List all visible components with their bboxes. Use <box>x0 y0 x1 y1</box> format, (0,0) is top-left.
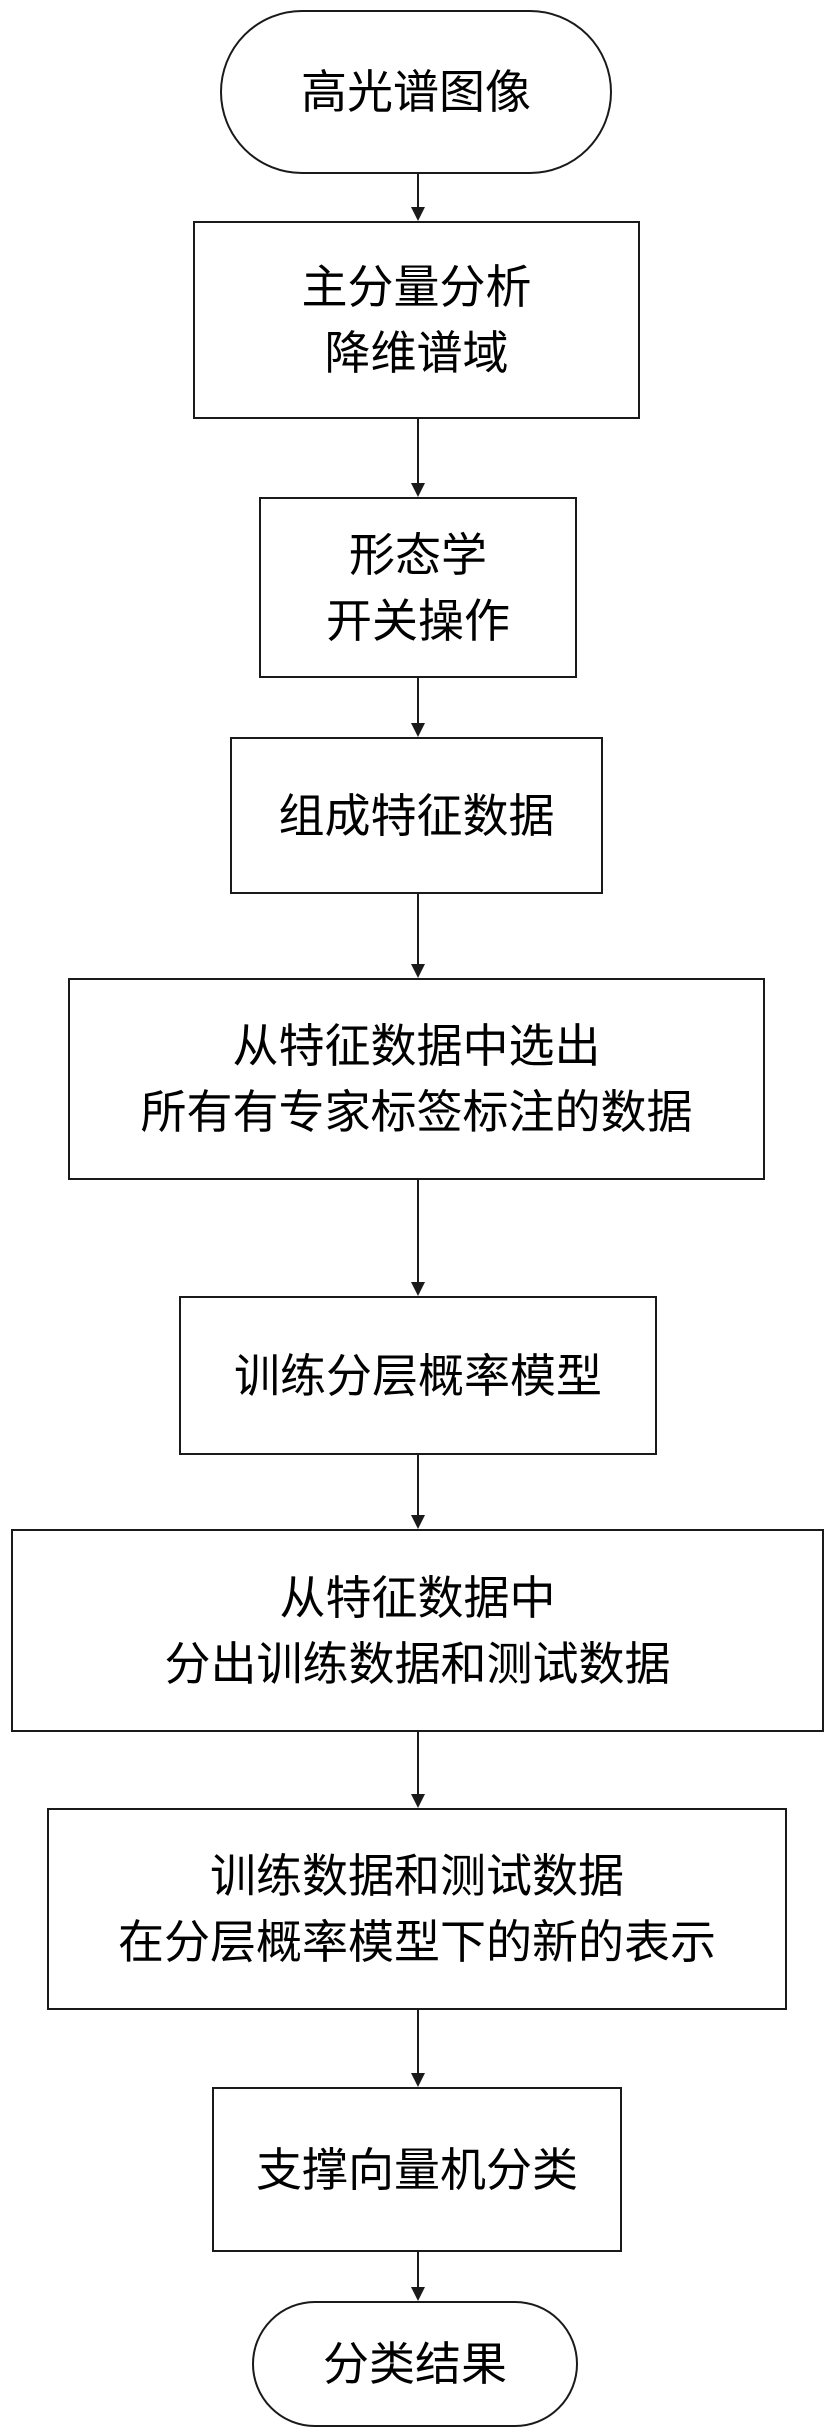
step-feature-data: 组成特征数据 <box>230 737 603 894</box>
step-split-data-line-1: 从特征数据中 <box>279 1570 556 1625</box>
step-pca: 主分量分析 降维谱域 <box>193 221 640 419</box>
step-morphology-line-1: 形态学 <box>349 527 487 582</box>
step-split-data-line-2: 分出训练数据和测试数据 <box>164 1636 671 1691</box>
end-label: 分类结果 <box>323 2337 507 2391</box>
step-svm: 支撑向量机分类 <box>212 2087 622 2252</box>
step-pca-line-2: 降维谱域 <box>324 326 509 380</box>
step-select-labeled: 从特征数据中选出 所有有专家标签标注的数据 <box>68 978 765 1180</box>
step-train-model: 训练分层概率模型 <box>179 1296 657 1455</box>
step-svm-line-1: 支撑向量机分类 <box>256 2142 578 2197</box>
end-terminal: 分类结果 <box>252 2301 578 2427</box>
step-split-data: 从特征数据中 分出训练数据和测试数据 <box>11 1529 824 1732</box>
step-new-representation-line-1: 训练数据和测试数据 <box>210 1849 624 1903</box>
step-new-representation: 训练数据和测试数据 在分层概率模型下的新的表示 <box>47 1808 787 2010</box>
step-morphology-line-2: 开关操作 <box>326 593 510 648</box>
step-pca-line-1: 主分量分析 <box>301 260 532 314</box>
step-train-model-line-1: 训练分层概率模型 <box>234 1348 602 1403</box>
start-terminal: 高光谱图像 <box>220 10 612 174</box>
step-select-labeled-line-2: 所有有专家标签标注的数据 <box>140 1085 693 1139</box>
start-label: 高光谱图像 <box>301 65 531 119</box>
step-morphology: 形态学 开关操作 <box>259 497 577 678</box>
step-feature-data-line-1: 组成特征数据 <box>278 788 555 843</box>
step-new-representation-line-2: 在分层概率模型下的新的表示 <box>118 1915 716 1969</box>
step-select-labeled-line-1: 从特征数据中选出 <box>232 1019 601 1073</box>
